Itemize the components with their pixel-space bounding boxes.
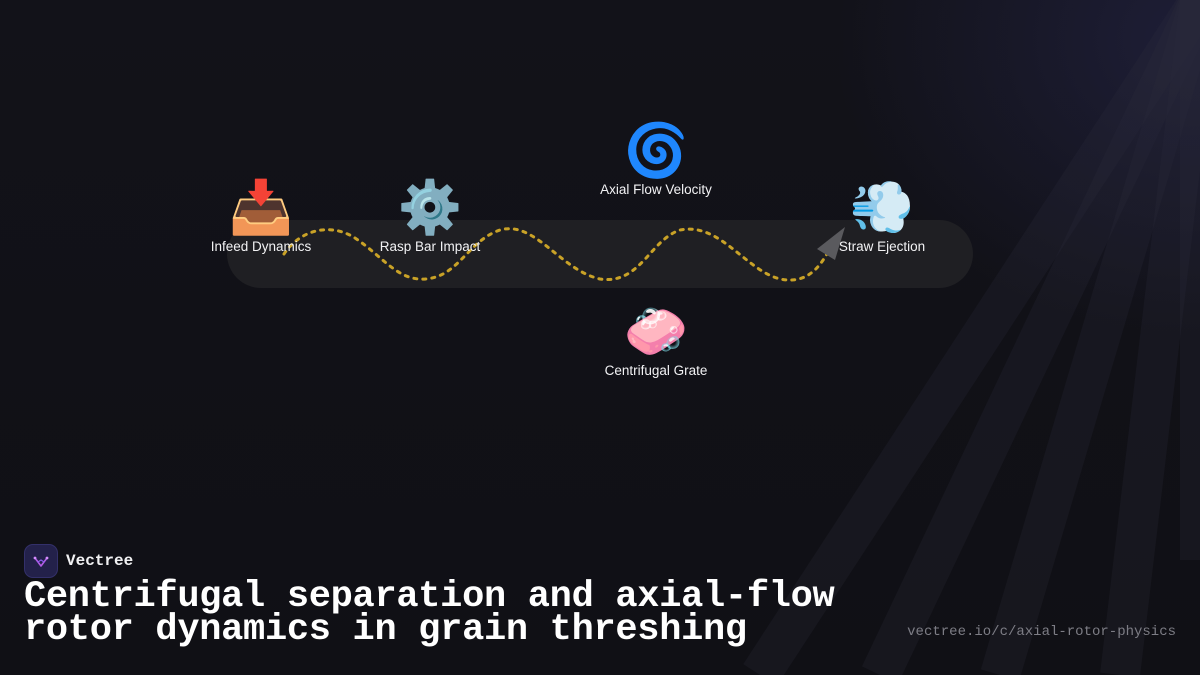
- gear-icon: ⚙️: [397, 178, 463, 238]
- node-label: Infeed Dynamics: [210, 239, 312, 254]
- flow-arrow-head: [817, 227, 845, 260]
- node-straw-ejection: 💨 Straw Ejection: [802, 178, 962, 256]
- node-rasp-bar-impact: ⚙️ Rasp Bar Impact: [350, 178, 510, 256]
- source-url: vectree.io/c/axial-rotor-physics: [907, 624, 1176, 640]
- soap-icon: 🧼: [623, 302, 689, 362]
- node-label: Rasp Bar Impact: [379, 239, 481, 254]
- process-track: [227, 220, 973, 288]
- node-infeed-dynamics: 📥 Infeed Dynamics: [181, 178, 341, 256]
- brand: Vectree: [24, 544, 133, 578]
- cyclone-icon: 🌀: [623, 121, 689, 181]
- inbox-tray-icon: 📥: [228, 178, 294, 238]
- vectree-logo-icon: [24, 544, 58, 578]
- node-axial-flow-velocity: 🌀 Axial Flow Velocity: [576, 121, 736, 199]
- node-label: Straw Ejection: [838, 239, 926, 254]
- node-label: Axial Flow Velocity: [600, 182, 712, 197]
- flow-path-line: [282, 227, 830, 282]
- dash-wind-icon: 💨: [849, 178, 915, 238]
- brand-name: Vectree: [66, 552, 134, 570]
- node-centrifugal-grate: 🧼 Centrifugal Grate: [576, 302, 736, 380]
- page-title: Centrifugal separation and axial-flow ro…: [24, 576, 835, 651]
- node-label: Centrifugal Grate: [604, 363, 708, 378]
